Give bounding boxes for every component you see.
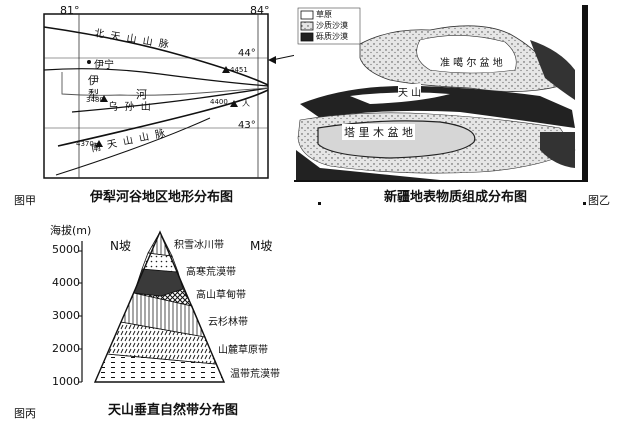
legend-swatch-sand (300, 21, 314, 31)
bing-n-slope: N坡 (110, 239, 131, 253)
bing-zone-alpine-desert: 高寒荒漠带 (186, 267, 236, 278)
dot-mark-1 (318, 202, 321, 205)
bing-y-3000: 3000 (52, 309, 80, 322)
jia-tag: 图甲 (14, 194, 36, 207)
yi-legend-gravel: 砾质沙漠 (316, 32, 348, 41)
yi-tarim: 塔 里 木 盆 地 (342, 124, 415, 140)
map-jia-frame (43, 13, 269, 179)
jia-peak-4370: 4370 (76, 140, 94, 148)
jia-central-range: 乌 孙 山 (108, 102, 151, 113)
legend-swatch-gravel (300, 32, 314, 42)
zones-bing (78, 230, 226, 383)
bing-zone-snow: 积雪冰川带 (174, 240, 224, 251)
yi-tianshan: 天 山 (398, 84, 422, 99)
town-yining (87, 60, 91, 64)
jia-lon-84: 84° (250, 4, 270, 17)
bing-zone-desert: 温带荒漠带 (230, 369, 280, 380)
bing-zone-meadow: 高山草甸带 (196, 290, 246, 301)
north-range-foot (43, 68, 269, 87)
east-gravel (530, 40, 575, 100)
bing-m-slope: M坡 (250, 239, 273, 253)
yi-legend-grass: 草原 (316, 10, 332, 19)
pointer-arrow (268, 56, 276, 64)
jia-peak-4451: 4451 (230, 66, 248, 74)
jia-yining: 伊宁 (94, 60, 114, 71)
south-range-foot (55, 117, 211, 176)
bing-zone-spruce: 云杉林带 (208, 317, 248, 328)
jia-lat-44: 44° (238, 48, 256, 59)
jia-river: 河 (136, 88, 147, 101)
mountain-outline (93, 230, 226, 383)
legend-swatch-grass (300, 10, 314, 20)
jia-town-mark: 人 (242, 99, 250, 108)
south-range-line (57, 89, 269, 147)
yi-legend-sand: 沙质沙漠 (316, 21, 348, 30)
jia-lon-81: 81° (60, 4, 80, 17)
bing-tag: 图丙 (14, 407, 36, 420)
jia-peak-4400: 4400 (210, 98, 228, 106)
peak-4370 (95, 140, 103, 147)
jia-caption: 伊犁河谷地区地形分布图 (90, 190, 234, 205)
south-east-gravel (540, 132, 575, 168)
map-jia (43, 13, 297, 179)
yi-caption: 新疆地表物质组成分布图 (384, 190, 528, 205)
jia-peak-3480: 3480 (86, 96, 104, 104)
dot-mark-2 (583, 202, 586, 205)
bing-caption: 天山垂直自然带分布图 (108, 403, 239, 418)
yi-tag: 图乙 (588, 194, 610, 207)
jia-yili-1: 伊 (88, 74, 99, 87)
zone-snow-glacier (147, 231, 173, 257)
bing-y-1000: 1000 (52, 375, 80, 388)
bing-y-5000: 5000 (52, 243, 80, 256)
peak-4451 (222, 66, 230, 73)
jia-lat-43: 43° (238, 120, 256, 131)
valley-outline (61, 72, 269, 96)
jia-yili-2: 犁 (88, 88, 99, 101)
bing-y-4000: 4000 (52, 276, 80, 289)
north-range-line (43, 26, 269, 86)
bing-zone-steppe: 山麓草原带 (218, 345, 268, 356)
yi-dzungaria: 准 噶 尔 盆 地 (440, 54, 503, 69)
bing-y-2000: 2000 (52, 342, 80, 355)
central-range-line (71, 87, 269, 113)
peak-4400 (230, 100, 238, 107)
bing-y-title: 海拔(m) (50, 224, 92, 237)
kunlun-range (296, 150, 440, 180)
peak-3480 (100, 95, 108, 102)
